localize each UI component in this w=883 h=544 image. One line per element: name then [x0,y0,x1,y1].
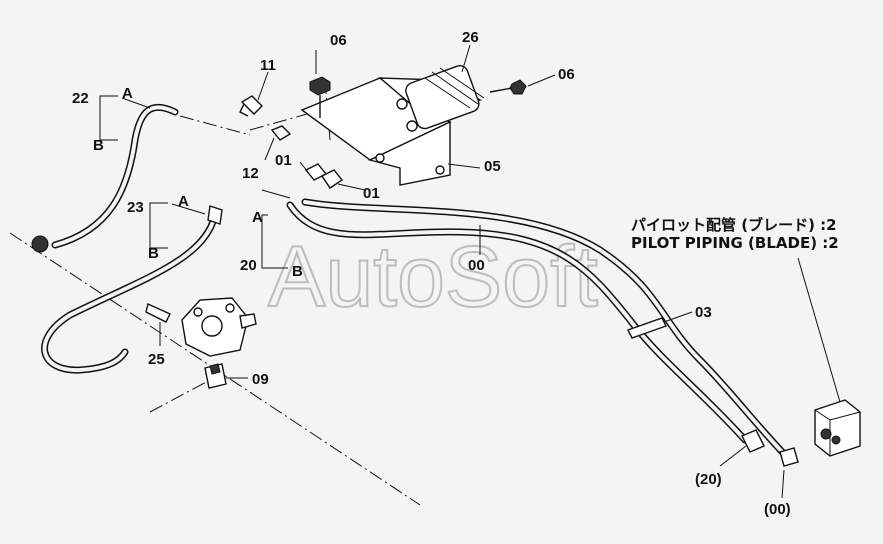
bolt-06-top [309,76,331,118]
callout-06-right: 06 [558,66,575,83]
callout-20: 20 [240,257,257,274]
callout-22-a: A [122,85,133,102]
hose-00 [301,198,794,464]
hose-22 [31,103,179,253]
callout-23-b: B [148,245,159,262]
callout-01-right: 01 [363,185,380,202]
callout-05: 05 [484,158,501,175]
callout-22-b: B [93,137,104,154]
elbow-fitting-11 [239,95,263,117]
callout-20-ref: (20) [695,471,722,488]
hose-20 [286,201,749,444]
title-en: PILOT PIPING (BLADE) :2 [631,234,839,252]
elbow-fitting-01 [304,163,344,189]
hose-clamp-03 [627,317,667,339]
callout-00: 00 [468,257,485,274]
callout-20-a: A [252,209,263,226]
callout-01-left: 01 [275,152,292,169]
callout-00-ref: (00) [764,501,791,518]
center-line-09 [149,379,211,413]
watermark: AutoSoft [268,229,598,325]
callout-09: 09 [252,371,269,388]
callout-06-top: 06 [330,32,347,49]
pump-valve-assembly [145,297,257,357]
title-jp: パイロット配管 (ブレード) :2 [631,216,837,234]
tee-fitting-09 [204,363,227,389]
fittings-valve-end [741,429,799,467]
hose-23 [41,205,223,374]
bolt-06-right [489,79,527,95]
callout-11: 11 [260,57,276,74]
center-line-22 [179,115,251,136]
valve-bracket [300,65,485,186]
callout-22: 22 [72,90,89,107]
adapter-fitting-12 [270,125,292,141]
callout-23: 23 [127,199,144,216]
pilot-valve-block [814,399,861,457]
callout-25: 25 [148,351,165,368]
callout-23-a: A [178,193,189,210]
callout-26: 26 [462,29,479,46]
leader-lines [99,44,841,499]
callout-12: 12 [242,165,259,182]
callout-20-b: B [292,263,303,280]
callout-03: 03 [695,304,712,321]
